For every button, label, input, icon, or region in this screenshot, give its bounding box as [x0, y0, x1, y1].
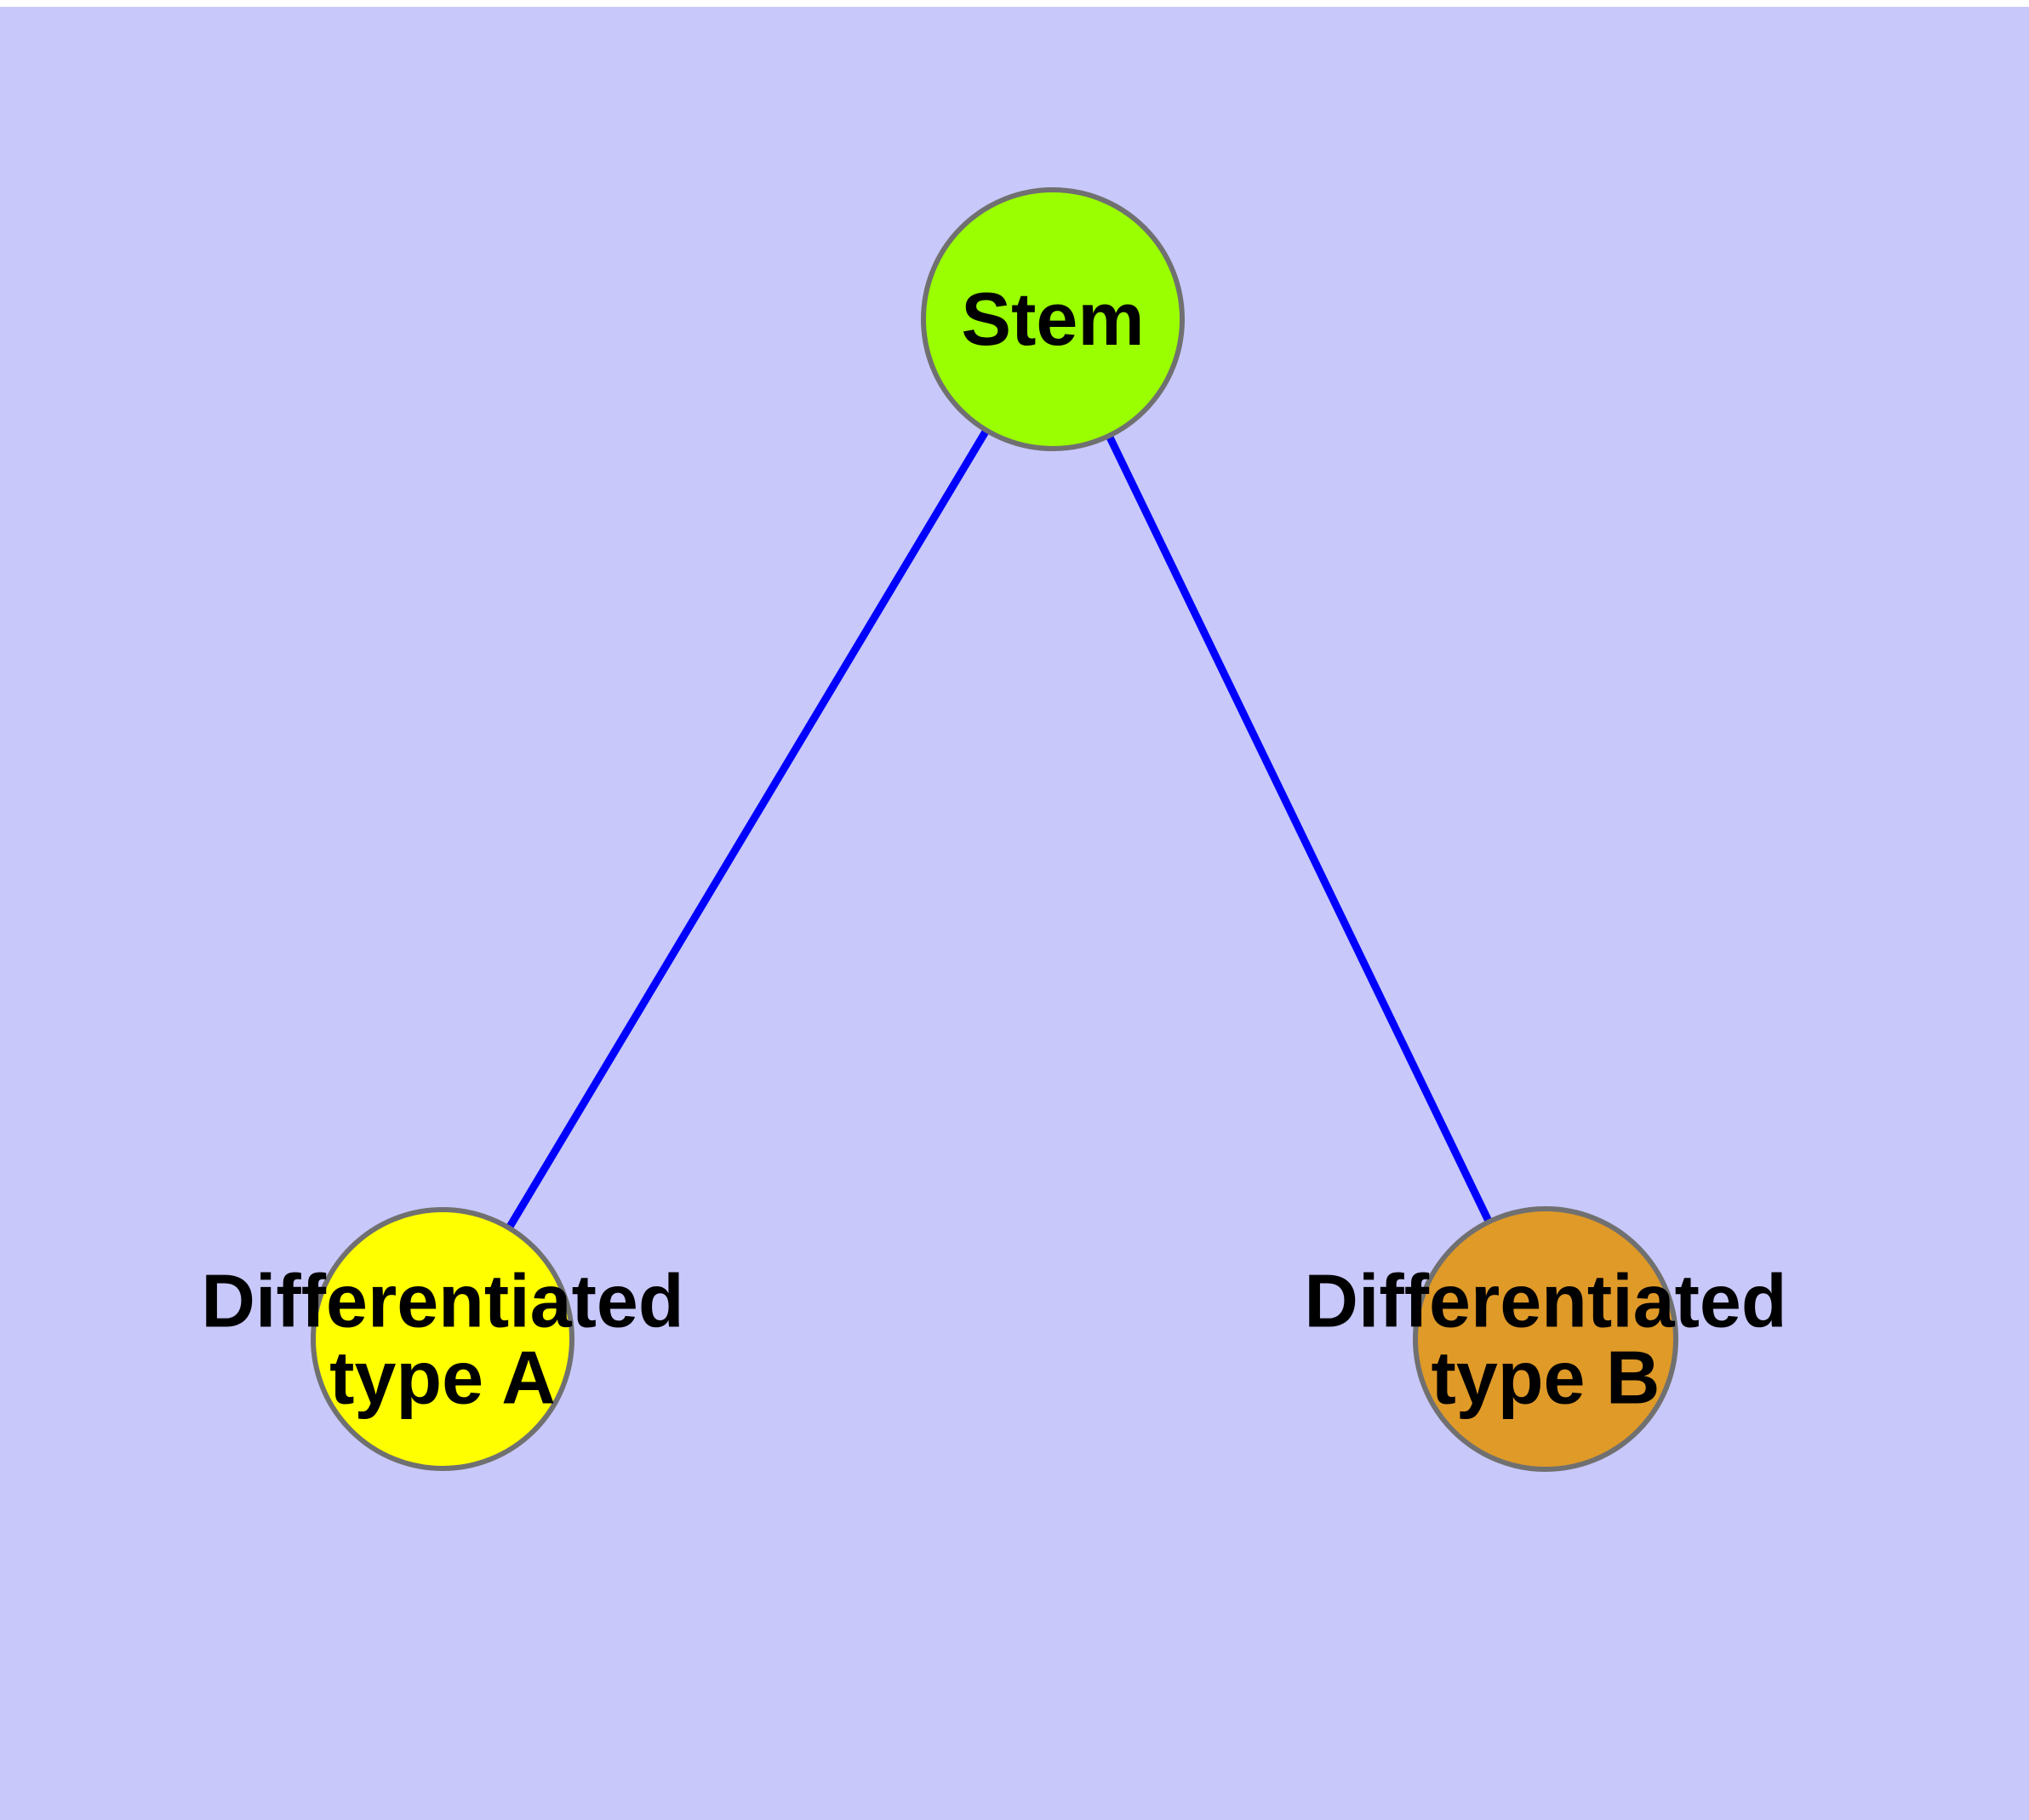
- edge-stem-diff-b[interactable]: [1049, 318, 1550, 1341]
- edge-stem-diff-a[interactable]: [439, 317, 1056, 1342]
- edge-layer: [439, 317, 1550, 1342]
- graph-svg: [311, 187, 1678, 1472]
- node-circle-diff_b[interactable]: [1413, 1206, 1678, 1472]
- node-circle-stem[interactable]: [921, 187, 1185, 451]
- node-layer: [311, 187, 1678, 1472]
- node-circle-diff_a[interactable]: [311, 1207, 574, 1471]
